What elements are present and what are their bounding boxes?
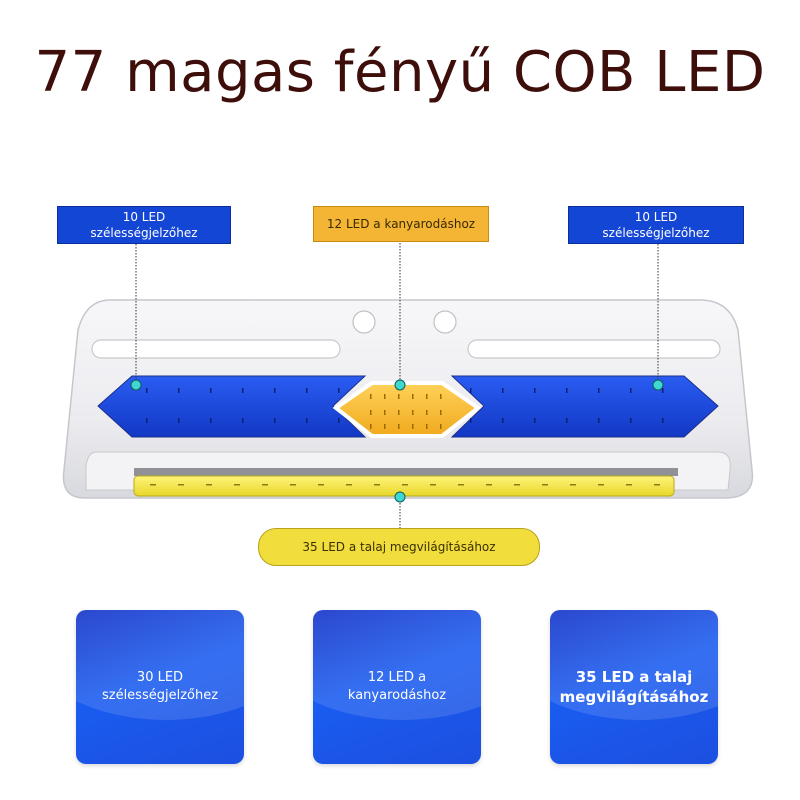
led-chip	[440, 394, 442, 399]
led-chip	[338, 388, 340, 393]
led-chip	[426, 394, 428, 399]
led-chip	[178, 484, 184, 486]
led-chip	[542, 484, 548, 486]
led-chip	[242, 418, 244, 423]
led-chip	[430, 484, 436, 486]
led-chip	[384, 394, 386, 399]
led-chip	[206, 484, 212, 486]
hole-left	[352, 310, 376, 334]
led-chip	[426, 424, 428, 429]
callout-right-desc: szélességjelzőhez	[602, 226, 710, 240]
card-width-indicator: 30 LED szélességjelzőhez	[76, 610, 244, 764]
led-chip	[234, 484, 240, 486]
led-chip	[370, 394, 372, 399]
led-chip	[598, 418, 600, 423]
led-chip	[290, 484, 296, 486]
marker-center	[394, 379, 406, 391]
card-ground-count: 35 LED a talaj	[575, 668, 693, 686]
led-chip	[598, 484, 604, 486]
led-chip	[178, 418, 180, 423]
right-arrow-led	[450, 375, 719, 438]
card-ground-light: 35 LED a talaj megvilágításához	[550, 610, 718, 764]
led-chip	[398, 410, 400, 415]
led-chip	[440, 424, 442, 429]
hole-right	[433, 310, 457, 334]
led-chip	[598, 388, 600, 393]
led-chip	[338, 418, 340, 423]
callout-left-count: 10 LED	[122, 210, 166, 224]
led-chip	[486, 484, 492, 486]
page-title: 77 magas fényű COB LED	[34, 40, 766, 105]
led-chip	[210, 418, 212, 423]
led-chip	[178, 388, 180, 393]
left-arrow-led	[97, 375, 367, 438]
card-ground-desc: megvilágításához	[559, 688, 709, 706]
led-chip	[374, 484, 380, 486]
led-chip	[370, 424, 372, 429]
led-chip	[534, 418, 536, 423]
led-chip	[654, 484, 660, 486]
led-chip	[412, 424, 414, 429]
marker-right	[652, 379, 664, 391]
led-chip	[630, 418, 632, 423]
led-chip	[384, 424, 386, 429]
led-chip	[662, 388, 664, 393]
card-turn-count: 12 LED a	[367, 670, 427, 685]
led-chip	[318, 484, 324, 486]
led-chip	[262, 484, 268, 486]
led-chip	[398, 394, 400, 399]
callout-center-text: 12 LED a kanyarodáshoz	[326, 217, 476, 231]
callout-right: 10 LED szélességjelzőhez	[568, 206, 744, 244]
strip-shadow	[134, 468, 678, 476]
led-chip	[306, 418, 308, 423]
led-chip	[146, 418, 148, 423]
led-chip	[440, 410, 442, 415]
marker-left	[130, 379, 142, 391]
callout-left: 10 LED szélességjelzőhez	[57, 206, 231, 244]
led-chip	[150, 484, 156, 486]
callout-left-desc: szélességjelzőhez	[90, 226, 198, 240]
callout-right-count: 10 LED	[634, 210, 678, 224]
led-chip	[534, 388, 536, 393]
led-chip	[274, 388, 276, 393]
slot-left	[91, 339, 341, 359]
led-chip	[346, 484, 352, 486]
led-chip	[398, 424, 400, 429]
card-width-desc: szélességjelzőhez	[101, 688, 219, 703]
card-turn-desc: kanyarodáshoz	[347, 688, 447, 703]
led-chip	[306, 388, 308, 393]
card-width-count: 30 LED	[136, 670, 184, 685]
marker-bottom	[394, 491, 406, 503]
led-chip	[470, 388, 472, 393]
callout-bottom-text: 35 LED a talaj megvilágításához	[302, 540, 496, 554]
bottom-strip-led	[133, 475, 675, 497]
led-chip	[470, 418, 472, 423]
led-chip	[274, 418, 276, 423]
card-turn-signal: 12 LED a kanyarodáshoz	[313, 610, 481, 764]
led-chip	[502, 418, 504, 423]
callout-center: 12 LED a kanyarodáshoz	[313, 206, 489, 242]
led-chip	[402, 484, 408, 486]
led-chip	[146, 388, 148, 393]
led-chip	[566, 418, 568, 423]
led-chip	[630, 388, 632, 393]
led-chip	[662, 418, 664, 423]
led-chip	[242, 388, 244, 393]
led-chip	[458, 484, 464, 486]
led-chip	[502, 388, 504, 393]
led-chip	[412, 410, 414, 415]
led-chip	[384, 410, 386, 415]
led-chip	[412, 394, 414, 399]
slot-right	[467, 339, 721, 359]
led-chip	[626, 484, 632, 486]
led-chip	[210, 388, 212, 393]
callout-bottom: 35 LED a talaj megvilágításához	[258, 528, 540, 566]
led-chip	[566, 388, 568, 393]
led-chip	[514, 484, 520, 486]
led-chip	[370, 410, 372, 415]
led-chip	[426, 410, 428, 415]
led-chip	[570, 484, 576, 486]
